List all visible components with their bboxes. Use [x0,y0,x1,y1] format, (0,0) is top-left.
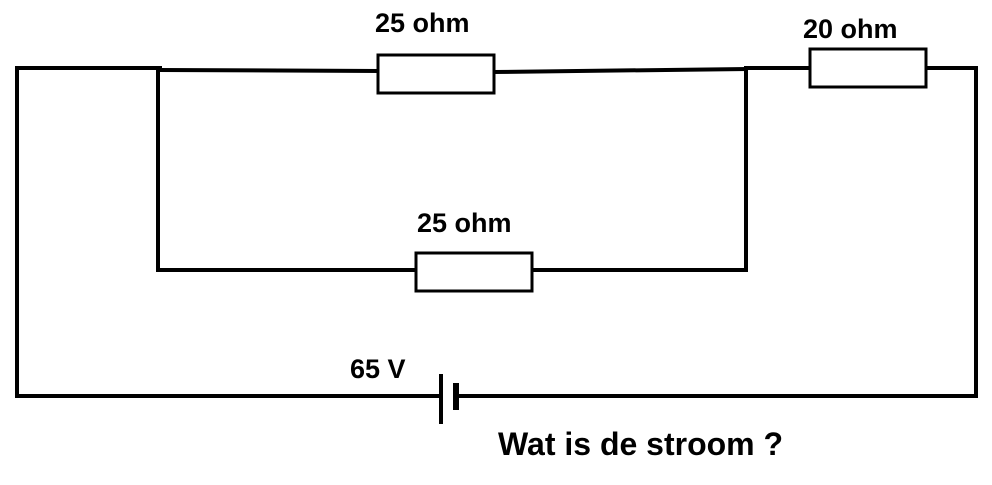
resistor-series-label: 20 ohm [803,14,898,44]
resistor-bottom [414,251,534,293]
resistor-top-label: 25 ohm [375,8,470,38]
wires [15,66,978,398]
wire-r1-to-junction [491,66,749,75]
resistor-top [376,53,496,95]
question-text: Wat is de stroom ? [498,426,783,462]
resistor-bottom-label: 25 ohm [417,208,512,238]
resistor-series [808,47,928,89]
battery-label: 65 V [350,354,406,384]
battery-symbol [439,374,459,424]
wire-top-to-r1 [157,67,381,74]
